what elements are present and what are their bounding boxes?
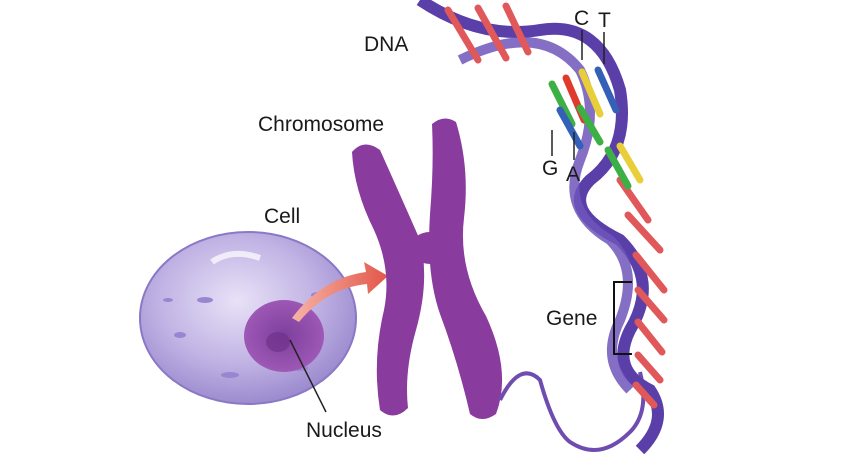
dna-helix-icon bbox=[289, 0, 668, 455]
nucleus-icon bbox=[244, 300, 324, 372]
base-a-label: A bbox=[566, 163, 581, 186]
gene-bracket bbox=[613, 281, 632, 355]
base-t-label: T bbox=[598, 9, 611, 32]
dna-label: DNA bbox=[364, 33, 409, 56]
cell-label: Cell bbox=[264, 205, 301, 228]
gene-label: Gene bbox=[546, 307, 598, 330]
chromosome-label: Chromosome bbox=[258, 113, 385, 136]
cell-icon bbox=[139, 231, 357, 405]
arrow-icon bbox=[292, 262, 388, 322]
nucleus-label: Nucleus bbox=[306, 419, 382, 442]
chromosome-icon bbox=[352, 118, 503, 419]
base-g-label: G bbox=[542, 157, 559, 180]
base-c-label: C bbox=[574, 7, 590, 30]
dna-strand-line bbox=[498, 371, 646, 452]
